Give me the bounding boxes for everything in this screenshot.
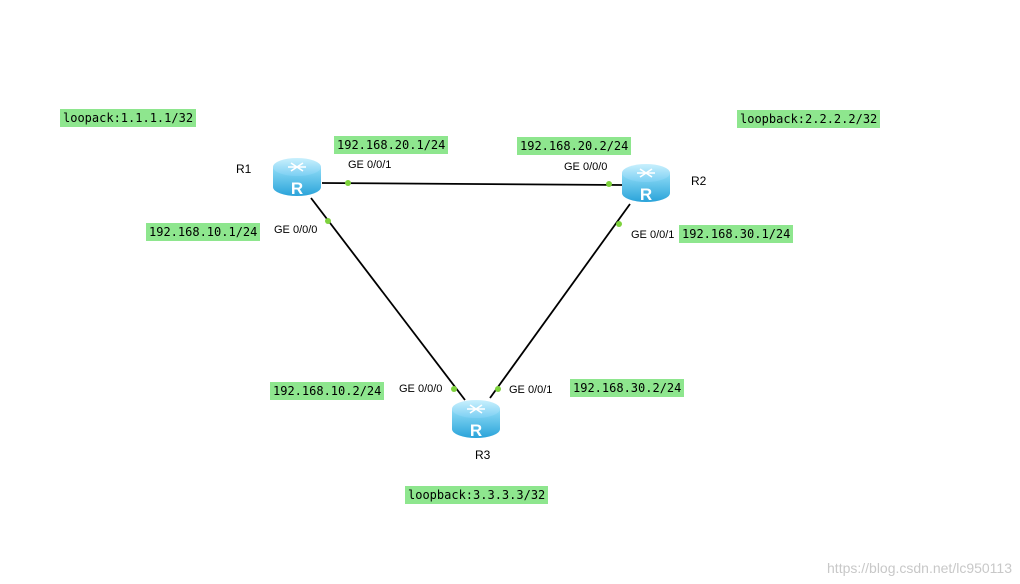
port-dot-r3-ge001 [495, 386, 501, 392]
port-dot-r1-ge001 [345, 180, 351, 186]
ip-r2-r3-r3: 192.168.30.2/24 [570, 379, 685, 397]
port-dot-r3-ge000 [451, 386, 457, 392]
loopback-r3-label: loopback:3.3.3.3/32 [405, 486, 549, 504]
port-r2-ge001-label: GE 0/0/1 [631, 229, 675, 241]
port-dot-r2-ge001 [616, 221, 622, 227]
port-dot-r1-ge000 [325, 218, 331, 224]
watermark-text: https://blog.csdn.net/lc950113 [827, 560, 1012, 576]
router-r3-icon[interactable]: R [451, 399, 501, 440]
port-r3-ge001-label: GE 0/0/1 [509, 384, 553, 396]
ip-r2-r3-r2: 192.168.30.1/24 [679, 225, 794, 243]
port-r2-ge000-label: GE 0/0/0 [564, 161, 608, 173]
ip-r1-r2-r1: 192.168.20.1/24 [334, 136, 449, 154]
port-r3-ge000-label: GE 0/0/0 [399, 383, 443, 395]
router-r1-icon[interactable]: R [272, 157, 322, 198]
svg-text:R: R [291, 179, 303, 198]
port-r1-ge001-label: GE 0/0/1 [348, 159, 392, 171]
svg-text:R: R [640, 185, 652, 204]
router-r2-icon[interactable]: R [621, 163, 671, 204]
loopback-r2-label: loopback:2.2.2.2/32 [737, 110, 881, 128]
ip-r1-r3-r3: 192.168.10.2/24 [270, 382, 385, 400]
svg-text:R: R [470, 421, 482, 440]
router-r2-name: R2 [691, 174, 707, 188]
ip-r1-r3-r1: 192.168.10.1/24 [146, 223, 261, 241]
port-r1-ge000-label: GE 0/0/0 [274, 224, 318, 236]
router-r3-name: R3 [475, 448, 491, 462]
link-r1-r3 [310, 197, 466, 401]
loopback-r1-label: loopack:1.1.1.1/32 [60, 109, 197, 127]
router-r1-name: R1 [236, 162, 252, 176]
link-r2-r3 [489, 203, 631, 399]
ip-r1-r2-r2: 192.168.20.2/24 [517, 137, 632, 155]
port-dot-r2-ge000 [606, 181, 612, 187]
link-r1-r2 [321, 182, 623, 186]
